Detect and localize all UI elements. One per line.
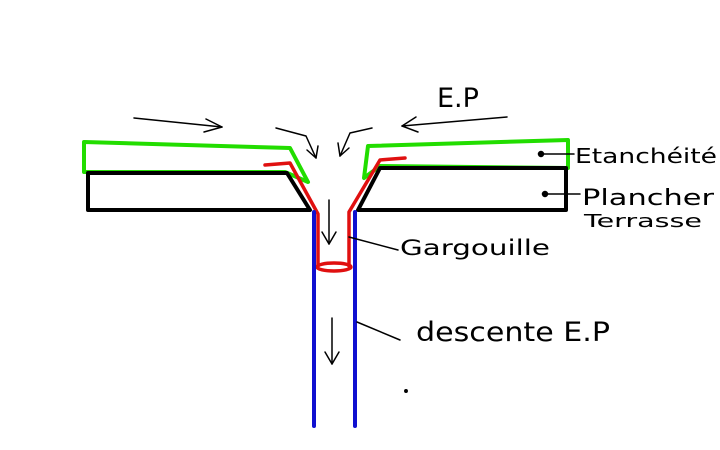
leader-gargouille xyxy=(348,236,399,251)
arrow-icon xyxy=(275,127,319,159)
label-rainwater: E.P xyxy=(437,83,479,114)
arrow-icon xyxy=(324,317,340,365)
floor-slab xyxy=(86,166,568,212)
leader-downpipe xyxy=(356,321,401,341)
arrow-icon xyxy=(321,199,337,245)
flow-arrows xyxy=(133,116,508,365)
leader-dot-floor xyxy=(541,190,549,198)
label-gargouille: Gargouille xyxy=(400,236,550,260)
label-floor-line2: Terrasse xyxy=(582,211,702,232)
arrow-icon xyxy=(401,116,508,133)
leader-dot-waterproofing xyxy=(537,150,545,158)
gargouille-spout xyxy=(263,156,407,273)
spout-right-wall xyxy=(347,156,407,268)
leader-lines xyxy=(348,150,581,393)
arrow-icon xyxy=(337,127,373,157)
downpipe xyxy=(312,210,357,428)
waterproofing-left xyxy=(82,140,310,184)
arrow-icon xyxy=(133,117,223,133)
waterproofing-layer xyxy=(82,138,570,184)
label-waterproofing: Etanchéité xyxy=(575,144,717,168)
slab-right xyxy=(356,166,568,212)
stray-dot xyxy=(404,389,408,393)
label-downpipe: descente E.P xyxy=(416,317,610,348)
spout-outlet xyxy=(315,261,353,273)
spout-left-wall xyxy=(263,161,320,268)
label-floor-line1: Plancher xyxy=(582,186,715,211)
slab-left xyxy=(86,171,312,212)
